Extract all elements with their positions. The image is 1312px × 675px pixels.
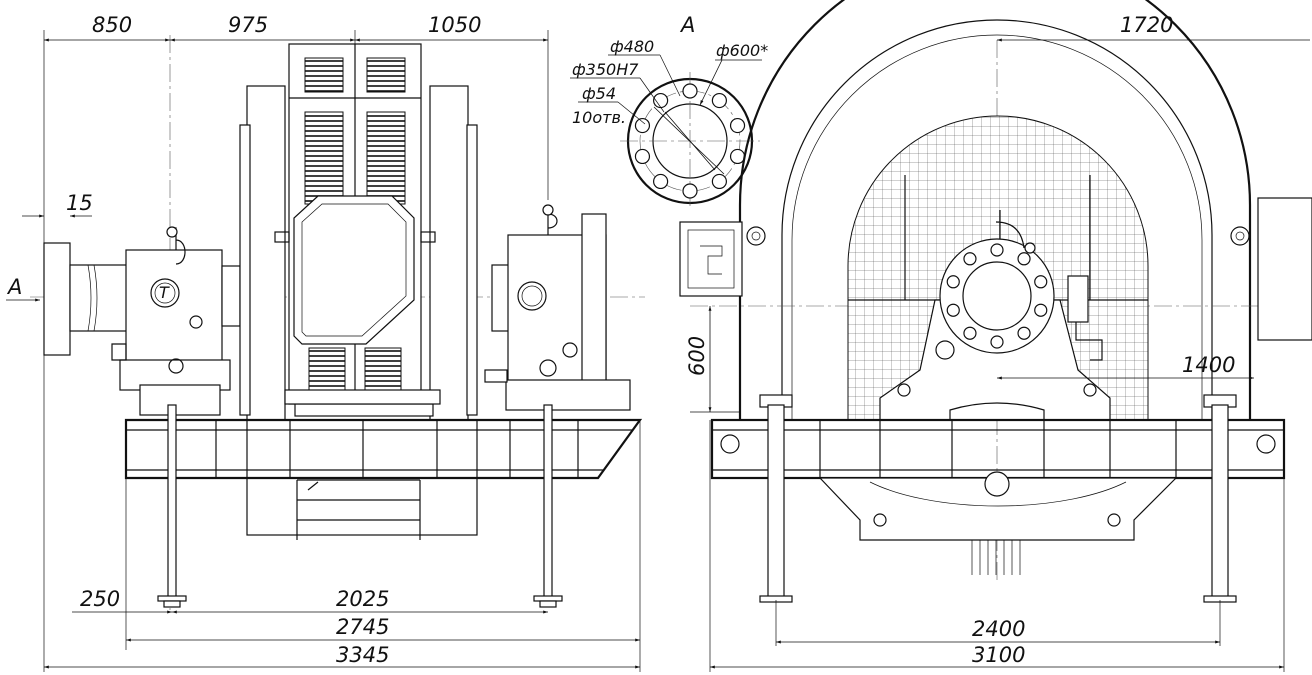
- dimension-lines-left: [6, 30, 641, 672]
- bolt-hole: [711, 92, 727, 109]
- anchor-bolts-left: [157, 404, 563, 608]
- dim-2400: 2400: [972, 617, 1025, 641]
- bolt-hole: [1017, 326, 1031, 340]
- left-bearing: T: [111, 226, 241, 416]
- bolt-hole: [653, 173, 669, 190]
- bolt-hole: [963, 326, 977, 340]
- dim-3345: 3345: [336, 643, 389, 667]
- bolt-hole: [634, 117, 651, 134]
- motor-body: [239, 43, 478, 540]
- arrow-label-a: A: [6, 275, 22, 299]
- flange-holes: [634, 83, 746, 199]
- dim-3100: 3100: [972, 643, 1025, 667]
- dim-2745: 2745: [336, 615, 389, 639]
- bolt-hole: [1017, 252, 1031, 266]
- bolt-hole: [1034, 275, 1048, 289]
- dim-2025: 2025: [336, 587, 389, 611]
- bolt-hole: [1034, 303, 1048, 317]
- dim-1400: 1400: [1182, 353, 1235, 377]
- bolt-hole: [990, 243, 1004, 257]
- bolt-hole: [946, 303, 960, 317]
- dimension-lines-right: [690, 38, 1310, 672]
- dim-250: 250: [80, 587, 120, 611]
- terminal-box-right: [1230, 197, 1312, 341]
- terminal-box-left: [679, 221, 766, 297]
- label-holes: 10отв.: [572, 108, 626, 127]
- end-base-frame: [710, 394, 1286, 603]
- dim-975: 975: [228, 13, 268, 37]
- bearing-pedestal: [879, 210, 1111, 421]
- dim-1720: 1720: [1120, 13, 1173, 37]
- label-d350: ф350Н7: [572, 60, 639, 79]
- dim-1050: 1050: [428, 13, 481, 37]
- dim-15: 15: [66, 191, 93, 215]
- bolt-hole: [682, 83, 698, 99]
- svg-text:T: T: [159, 283, 170, 302]
- bolt-hole: [729, 117, 746, 134]
- label-d600: ф600*: [716, 41, 768, 60]
- base-frame: [124, 418, 643, 480]
- right-bearing: [484, 204, 631, 411]
- label-d480: ф480: [610, 37, 654, 56]
- end-view: 1720 600 1400 2400 3100: [679, 0, 1312, 672]
- dim-850: 850: [92, 13, 132, 37]
- side-view: T: [6, 13, 645, 672]
- label-d54: ф54: [582, 84, 616, 103]
- bolt-hole: [711, 173, 727, 190]
- dim-600: 600: [685, 336, 709, 376]
- bolt-hole: [990, 335, 1004, 349]
- flange-detail: [570, 54, 762, 210]
- bolt-hole: [729, 148, 746, 165]
- bolt-hole: [634, 148, 651, 165]
- bolt-hole: [682, 183, 698, 199]
- bolt-hole: [963, 252, 977, 266]
- bolt-hole: [946, 275, 960, 289]
- view-label-a: A: [679, 13, 695, 37]
